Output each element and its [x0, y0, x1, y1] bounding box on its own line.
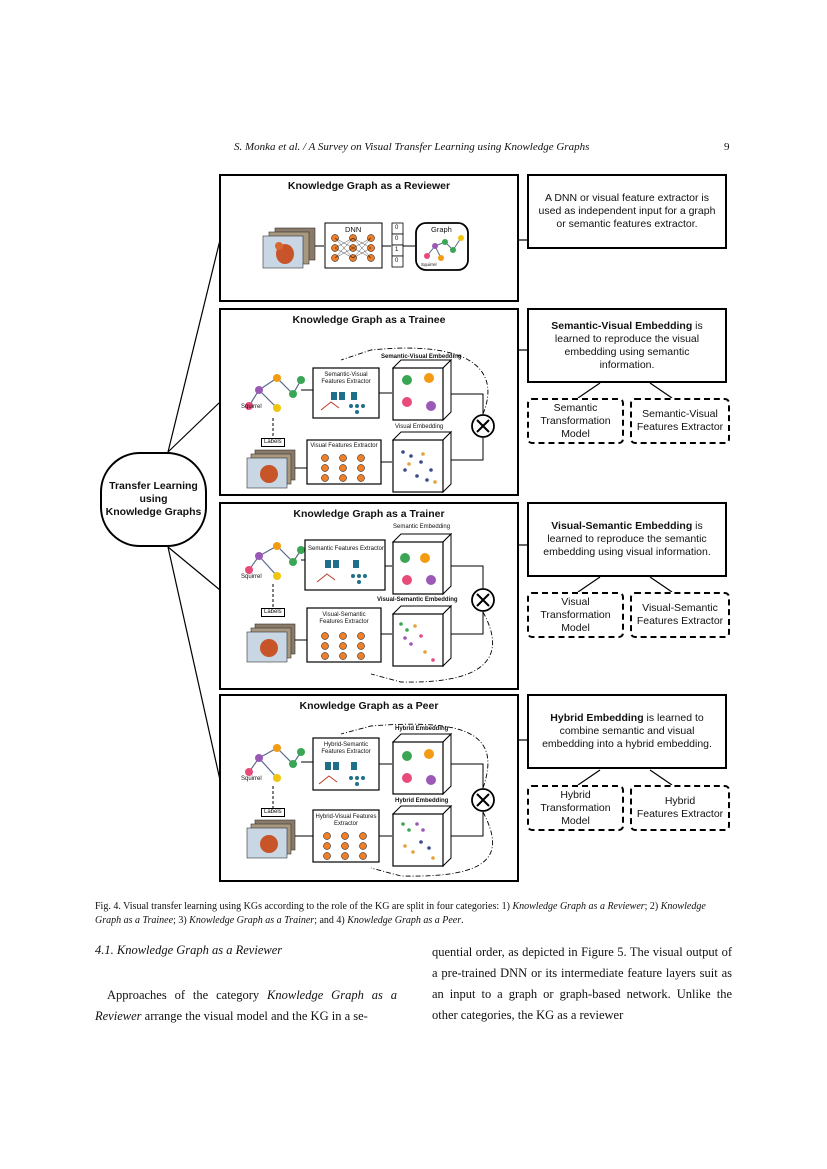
bottom-embedding-label: Visual Embedding: [395, 424, 444, 430]
panel-reviewer: Knowledge Graph as a Reviewer: [219, 174, 519, 302]
caption-text: ; and 4): [314, 915, 348, 926]
caption-text: Fig. 4. Visual transfer learning using K…: [95, 901, 513, 912]
box-line: Hybrid: [664, 795, 696, 807]
running-title: S. Monka et al. / A Survey on Visual Tra…: [234, 141, 590, 153]
top-extractor-label: Hybrid-Semantic Features Extractor: [321, 742, 371, 755]
page-number: 9: [724, 141, 730, 153]
vector-value-3: 0: [395, 258, 399, 264]
box-line: Transformation: [540, 608, 611, 621]
panel-trainer: Knowledge Graph as a Trainer: [219, 502, 519, 690]
squirrel-label: Squirrel: [241, 776, 262, 782]
labels-tag: Labels: [261, 808, 285, 817]
trainee-description: Semantic-Visual Embedding is learned to …: [527, 308, 727, 383]
panel-title: Knowledge Graph as a Trainee: [292, 314, 446, 326]
caption-italic: Knowledge Graph as a Trainee: [95, 901, 706, 926]
squirrel-label: Squirrel: [421, 262, 437, 267]
bottom-extractor-label: Visual Features Extractor: [310, 443, 378, 449]
trainer-diagram: [245, 532, 495, 683]
box-line: Model: [561, 814, 590, 827]
caption-text: ; 3): [173, 915, 190, 926]
trainer-description-text: Visual-Semantic Embedding is learned to …: [537, 520, 717, 559]
trainee-description-bold: Semantic-Visual Embedding: [551, 319, 693, 332]
box-line: Transformation: [540, 801, 611, 814]
root-line-3: Knowledge Graphs: [105, 506, 202, 518]
panel-trainee: Knowledge Graph as a Trainee: [219, 308, 519, 496]
top-extractor-label: Semantic-Visual Features Extractor: [321, 372, 371, 385]
trainer-description: Visual-Semantic Embedding is learned to …: [527, 502, 727, 577]
section-heading: 4.1. Knowledge Graph as a Reviewer: [95, 943, 283, 957]
root-line-2: using: [139, 493, 168, 505]
peer-description-bold: Hybrid Embedding: [550, 712, 644, 724]
bottom-embedding-label: Visual-Semantic Embedding: [377, 597, 458, 603]
trainer-description-rest: is learned to reproduce the semantic emb…: [543, 520, 711, 558]
root-line-1: Transfer Learning: [109, 480, 198, 492]
labels-tag: Labels: [261, 438, 285, 447]
body-text: arrange the visual model and the KG in a…: [141, 1009, 368, 1023]
panel-title: Knowledge Graph as a Peer: [299, 700, 439, 712]
box-line: Features Extractor: [636, 808, 724, 820]
box-line: Features Extractor: [636, 615, 724, 627]
reviewer-description: A DNN or visual feature extractor is use…: [527, 174, 727, 249]
squirrel-label: Squirrel: [241, 574, 262, 580]
vector-value-2: 1: [395, 247, 399, 253]
bottom-embedding-label: Hybrid Embedding: [395, 798, 449, 804]
caption-text: ; 2): [644, 901, 659, 912]
body-text: quential order, as depicted in Figure 5.…: [432, 945, 732, 1022]
body-left-column: Approaches of the category Knowledge Gra…: [95, 985, 397, 1027]
bottom-extractor-label: Hybrid-Visual Features Extractor: [315, 814, 377, 827]
panel-title: Knowledge Graph as a Trainer: [293, 508, 445, 520]
body-italic: Knowledge Graph as a Reviewer: [95, 988, 397, 1023]
box-line: Transformation: [540, 414, 611, 427]
dnn-label: DNN: [345, 225, 362, 234]
reviewer-description-text: A DNN or visual feature extractor is use…: [538, 192, 716, 230]
trainer-description-bold: Visual-Semantic Embedding: [551, 520, 693, 532]
top-embedding-label: Semantic Embedding: [393, 524, 451, 530]
box-line: Semantic: [553, 401, 598, 414]
top-extractor-label: Semantic Features Extractor: [307, 546, 385, 552]
caption-italic: Knowledge Graph as a Peer: [347, 915, 462, 926]
box-line: Model: [561, 621, 590, 634]
trainee-description-rest: is learned to reproduce the visual embed…: [554, 319, 703, 371]
box-line: Model: [561, 427, 590, 440]
peer-description: Hybrid Embedding is learned to combine s…: [527, 694, 727, 769]
box-line: Visual-Semantic: [642, 602, 718, 614]
caption-italic: Knowledge Graph as a Trainer: [189, 915, 315, 926]
squirrel-label: Squirrel: [241, 404, 262, 410]
peer-description-text: Hybrid Embedding is learned to combine s…: [537, 712, 717, 751]
reviewer-diagram: [262, 222, 469, 271]
box-line: Hybrid: [560, 788, 591, 801]
vector-value-0: 0: [395, 225, 399, 231]
vector-value-1: 0: [395, 236, 399, 242]
peer-description-rest: is learned to combine semantic and visua…: [542, 712, 712, 750]
trainee-description-text: Semantic-Visual Embedding is learned to …: [537, 320, 717, 372]
box-line: Semantic-Visual: [642, 408, 718, 420]
top-embedding-label: Hybrid Embedding: [395, 726, 449, 732]
trainee-diagram: [245, 347, 495, 494]
labels-tag: Labels: [261, 608, 285, 617]
bottom-extractor-label: Visual-Semantic Features Extractor: [319, 612, 369, 625]
caption-text: .: [461, 915, 464, 926]
panel-title: Knowledge Graph as a Reviewer: [287, 180, 451, 192]
box-line: Features Extractor: [636, 421, 724, 433]
figure-caption: Fig. 4. Visual transfer learning using K…: [95, 900, 732, 928]
body-text: Approaches of the category: [107, 988, 268, 1002]
body-right-column: quential order, as depicted in Figure 5.…: [432, 942, 732, 1026]
panel-peer: Knowledge Graph as a Peer: [219, 694, 519, 882]
graph-label: Graph: [431, 225, 452, 234]
peer-diagram: [245, 723, 495, 877]
caption-italic: Knowledge Graph as a Reviewer: [512, 901, 645, 912]
top-embedding-label: Semantic-Visual Embedding: [381, 354, 462, 360]
root-node-transfer-learning: Transfer Learning using Knowledge Graphs: [100, 452, 207, 547]
box-line: Visual: [561, 595, 590, 608]
